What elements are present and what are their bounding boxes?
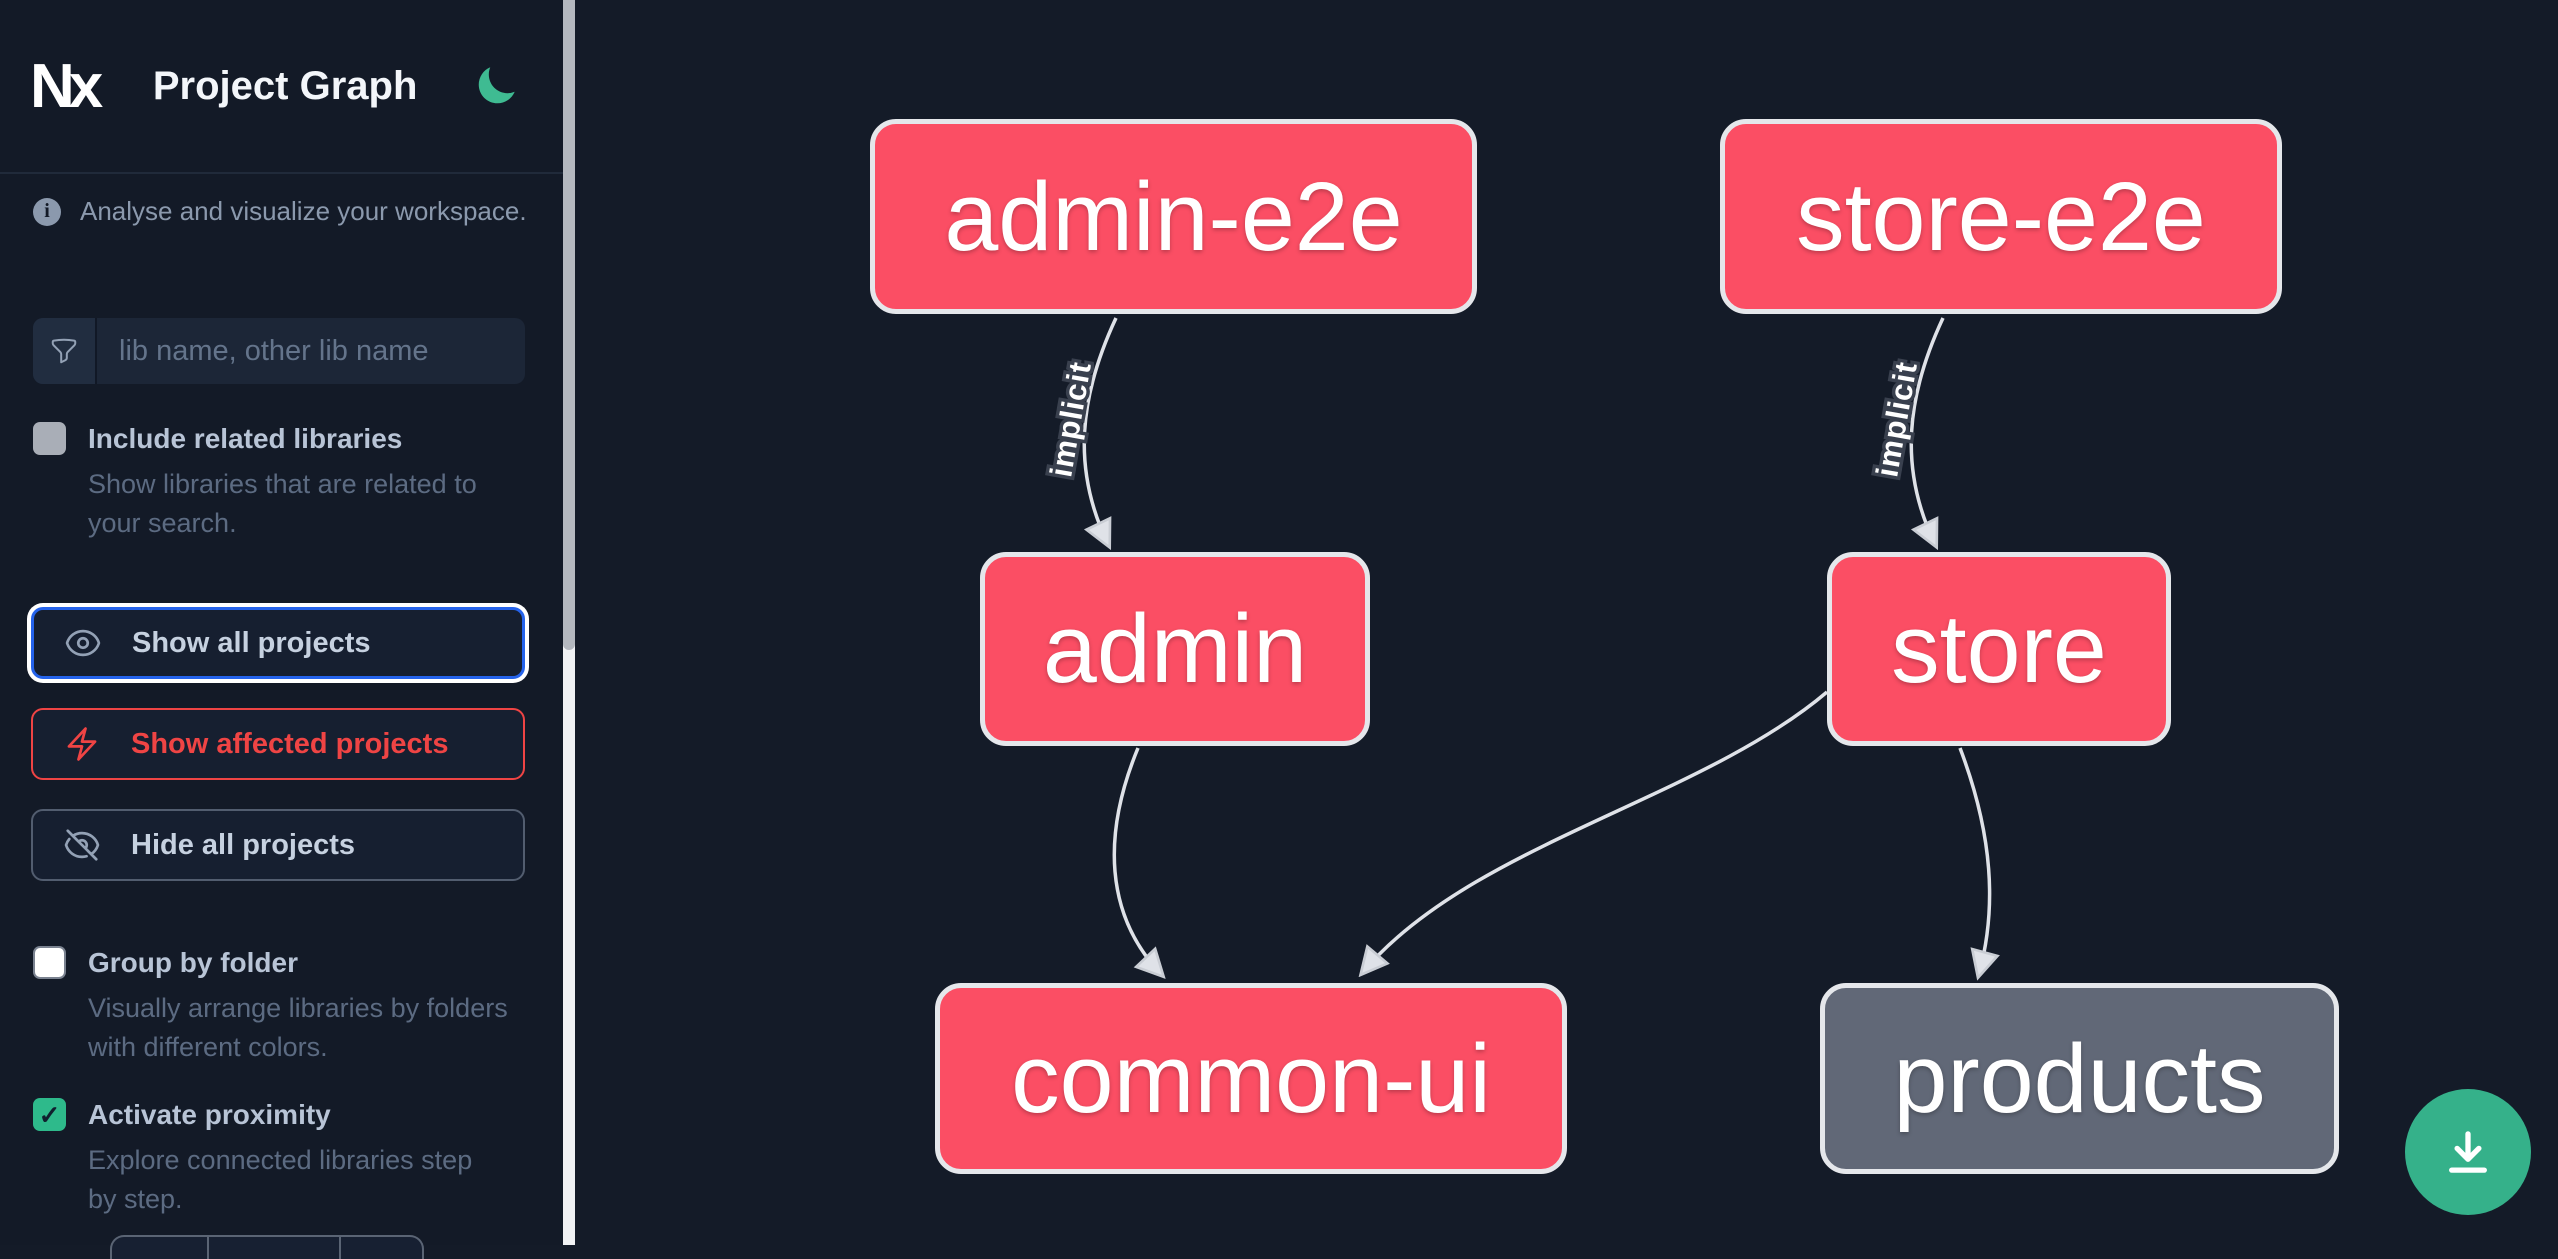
option-include-related[interactable]: ✓ Include related libraries Show librari…: [33, 420, 525, 543]
graph-node-store-e2e[interactable]: store-e2e: [1720, 119, 2282, 314]
workspace-info-row: i Analyse and visualize your workspace.: [33, 196, 538, 227]
search-box: [33, 318, 525, 384]
edge-admin-to-common-ui: [1112, 747, 1161, 974]
workspace-subtitle: Analyse and visualize your workspace.: [80, 196, 527, 226]
dark-mode-moon-icon[interactable]: [473, 63, 519, 109]
include-related-checkbox[interactable]: ✓: [33, 422, 66, 455]
edge-label-implicit: implicit: [1869, 359, 1924, 480]
edge-store-to-products: [1958, 747, 1990, 974]
option-description: Show libraries that are related to your …: [88, 469, 477, 538]
nx-logo: Nx: [30, 51, 103, 121]
download-image-button[interactable]: [2405, 1089, 2531, 1215]
edge-admin-e2e-to-admin: [1082, 317, 1118, 544]
option-label: Group by folder: [88, 947, 298, 978]
eye-slash-icon: [64, 829, 100, 861]
sidebar: Nx Project Graph i Analyse and visualize…: [0, 0, 563, 1259]
activate-proximity-checkbox[interactable]: ✓: [33, 1098, 66, 1131]
graph-node-admin-e2e[interactable]: admin-e2e: [870, 119, 1477, 314]
filter-icon: [33, 318, 97, 384]
hide-all-projects-button[interactable]: Hide all projects: [31, 809, 525, 881]
show-all-projects-button[interactable]: Show all projects: [31, 607, 525, 679]
segment-divider: [207, 1237, 209, 1259]
project-graph-canvas[interactable]: implicit implicit admin-e2e store-e2e ad…: [575, 0, 2558, 1245]
bolt-icon: [67, 727, 97, 761]
graph-node-common-ui[interactable]: common-ui: [935, 983, 1567, 1174]
search-input[interactable]: [97, 318, 525, 384]
group-by-folder-checkbox[interactable]: ✓: [33, 946, 66, 979]
option-group-by-folder[interactable]: ✓ Group by folder Visually arrange libra…: [33, 944, 525, 1067]
option-label: Activate proximity: [88, 1099, 331, 1130]
segment-divider: [339, 1237, 341, 1259]
option-activate-proximity[interactable]: ✓ Activate proximity Explore connected l…: [33, 1096, 525, 1219]
option-description: Explore connected libraries step by step…: [88, 1145, 473, 1214]
graph-node-products[interactable]: products: [1820, 983, 2339, 1174]
sidebar-scrollbar-thumb[interactable]: [563, 0, 575, 650]
button-label: Show all projects: [132, 626, 371, 659]
show-affected-projects-button[interactable]: Show affected projects: [31, 708, 525, 780]
edge-label-implicit: implicit: [1043, 359, 1098, 480]
edge-store-e2e-to-store: [1909, 317, 1945, 544]
sidebar-header: Nx Project Graph: [0, 0, 563, 174]
page-title: Project Graph: [152, 63, 418, 108]
eye-icon: [65, 629, 101, 657]
download-icon: [2449, 1131, 2487, 1173]
button-label: Hide all projects: [131, 828, 356, 861]
option-description: Visually arrange libraries by folders wi…: [88, 993, 508, 1062]
info-icon: i: [33, 197, 61, 226]
graph-node-admin[interactable]: admin: [980, 552, 1370, 746]
edge-store-to-common-ui: [1363, 690, 1829, 972]
graph-node-store[interactable]: store: [1827, 552, 2171, 746]
option-label: Include related libraries: [88, 423, 403, 454]
proximity-stepper-control[interactable]: [110, 1235, 424, 1259]
button-label: Show affected projects: [131, 727, 449, 760]
